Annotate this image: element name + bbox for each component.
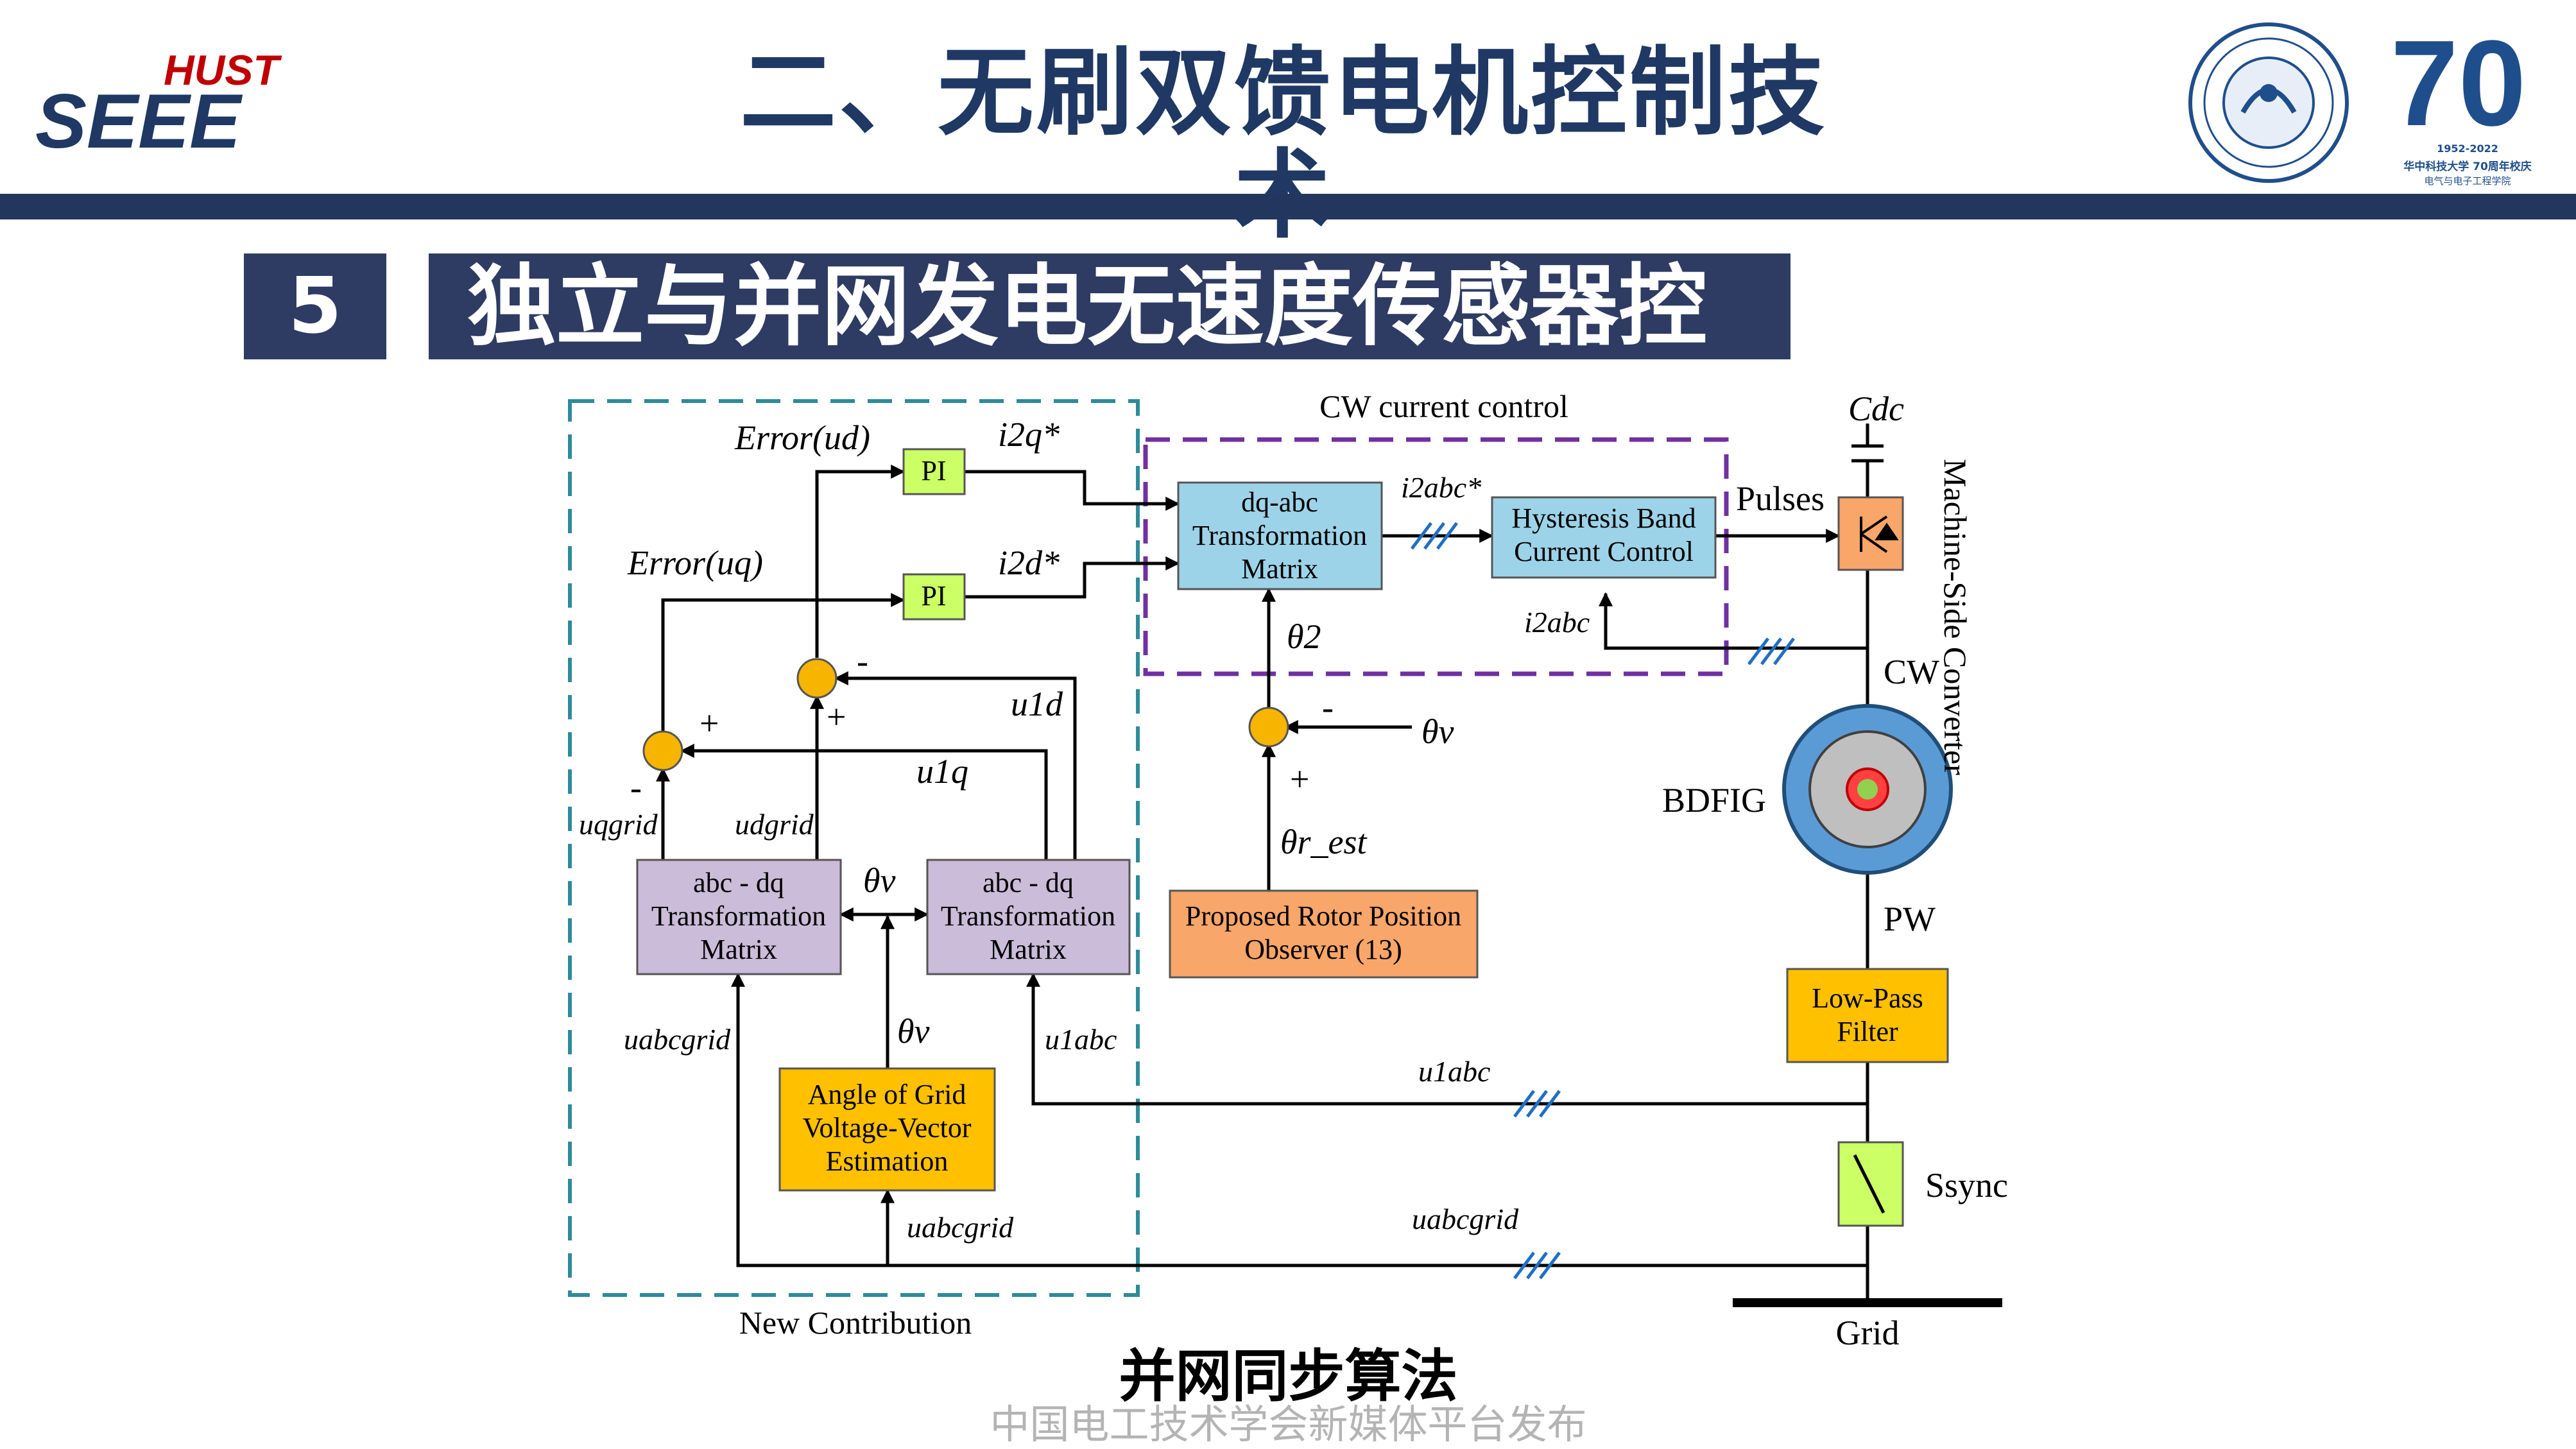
pw-label: PW [1884, 900, 1936, 938]
bdfig-machine-icon [1782, 704, 1953, 875]
uabcgrid-mid-label: uabcgrid [907, 1211, 1014, 1244]
plus-sign-d: + [827, 698, 846, 736]
figure-caption: 并网同步算法 [1119, 1343, 1458, 1409]
i2abc-label: i2abc [1524, 606, 1590, 639]
error-uq-label: Error(uq) [627, 544, 763, 582]
dq-abc-line2: Transformation [1192, 520, 1367, 551]
angle-estimation-block [778, 1067, 996, 1192]
cw-label: CW [1884, 653, 1939, 691]
observer-line2: Observer (13) [1244, 934, 1402, 965]
pi-controller-top [902, 448, 966, 495]
grid-label: Grid [1836, 1314, 1900, 1352]
rotor-position-observer-block [1169, 889, 1479, 979]
seee-logo: HUST SEEE [35, 46, 282, 154]
plus-sign-theta: + [1290, 760, 1309, 798]
i2abc-ref-label: i2abc* [1401, 471, 1481, 504]
school-emblem [2188, 22, 2349, 183]
sum-junction-q [642, 730, 683, 771]
section-title: 独立与并网发电无速度传感器控制 [429, 253, 1790, 464]
ssync-label: Ssync [1925, 1166, 2008, 1205]
dq-abc-transform-block [1177, 481, 1383, 590]
hysteresis-line1: Hysteresis Band [1511, 502, 1696, 534]
abc-dq-transform-right [926, 859, 1131, 975]
i2q-ref-label: i2q* [998, 415, 1060, 454]
uabcgrid-left-label: uabcgrid [624, 1023, 731, 1056]
hysteresis-band-block [1491, 496, 1717, 579]
u1d-label: u1d [1011, 685, 1063, 723]
theta-v-mid-label: θv [863, 861, 896, 900]
i2d-ref-label: i2d* [998, 544, 1060, 582]
anniv-line2: 电气与电子工程学院 [2424, 175, 2511, 187]
abc-dq-left-line2: Transformation [651, 900, 826, 932]
sum-junction-d [796, 658, 837, 699]
theta-v-low-label: θv [897, 1012, 930, 1050]
angle-est-line3: Estimation [826, 1145, 949, 1177]
low-pass-line1: Low-Pass [1812, 982, 1923, 1014]
angle-est-line1: Angle of Grid [808, 1079, 966, 1110]
pi-controller-bottom [902, 573, 966, 621]
minus-sign-d: - [857, 642, 868, 680]
anniversary-logo: 70 1952-2022 华中科技大学 70周年校庆 电气与电子工程学院 [2391, 16, 2532, 187]
plus-sign-q: + [700, 704, 719, 742]
logo-hust-text: HUST [164, 46, 282, 94]
theta2-label: θ2 [1287, 617, 1321, 656]
error-ud-label: Error(ud) [734, 418, 870, 457]
publisher-watermark: 中国电工技术学会新媒体平台发布 [990, 1401, 1587, 1448]
theta-v-input-label: θv [1421, 712, 1454, 751]
converter-label: Machine-Side Converter [1937, 459, 1973, 775]
uqgrid-label: uqgrid [579, 808, 658, 841]
page-title: 二、无刷双馈电机控制技术 [739, 37, 1827, 247]
abc-dq-right-line2: Transformation [941, 900, 1115, 932]
hysteresis-line2: Current Control [1514, 536, 1694, 567]
switch-icon [1853, 1154, 1885, 1214]
pulses-label: Pulses [1736, 479, 1825, 518]
uabcgrid-line-label: uabcgrid [1412, 1203, 1519, 1235]
udgrid-label: udgrid [735, 808, 814, 841]
angle-est-line2: Voltage-Vector [802, 1112, 971, 1144]
abc-dq-transform-left [636, 859, 842, 975]
abc-dq-right-line1: abc - dq [983, 867, 1074, 898]
cdc-label: Cdc [1848, 390, 1904, 428]
abc-dq-left-line1: abc - dq [693, 867, 784, 898]
anniv-line1: 华中科技大学 70周年校庆 [2403, 160, 2532, 173]
dq-abc-line1: dq-abc [1241, 486, 1318, 518]
sum-junction-theta [1248, 707, 1289, 748]
minus-sign-theta: - [1322, 688, 1334, 726]
minus-sign-q: - [630, 768, 642, 807]
header-divider-bar [0, 194, 2576, 219]
pi-top-label: PI [921, 455, 946, 486]
anniv-years: 1952-2022 [2437, 142, 2498, 155]
low-pass-filter-block [1786, 968, 1949, 1063]
cw-current-control-region [1143, 437, 1729, 676]
theta-r-est-label: θr_est [1280, 823, 1368, 861]
low-pass-line2: Filter [1837, 1016, 1898, 1047]
pi-bottom-label: PI [921, 580, 946, 612]
new-contribution-region [568, 399, 1140, 1297]
bdfig-label: BDFIG [1662, 781, 1766, 819]
u1q-label: u1q [916, 752, 968, 791]
u1abc-line-label: u1abc [1418, 1055, 1490, 1088]
logo-seee-text: SEEE [35, 78, 243, 154]
abc-dq-right-line3: Matrix [990, 934, 1067, 965]
cw-current-control-label: CW current control [1319, 388, 1568, 424]
u1abc-left-label: u1abc [1045, 1023, 1117, 1056]
observer-line1: Proposed Rotor Position [1185, 900, 1461, 932]
abc-dq-left-line3: Matrix [700, 934, 777, 965]
svg-text:70: 70 [2391, 16, 2526, 151]
dq-abc-line3: Matrix [1241, 553, 1318, 585]
new-contribution-label: New Contribution [739, 1305, 972, 1341]
section-number: 5 [244, 253, 386, 359]
igbt-symbol-icon [1860, 515, 1899, 553]
